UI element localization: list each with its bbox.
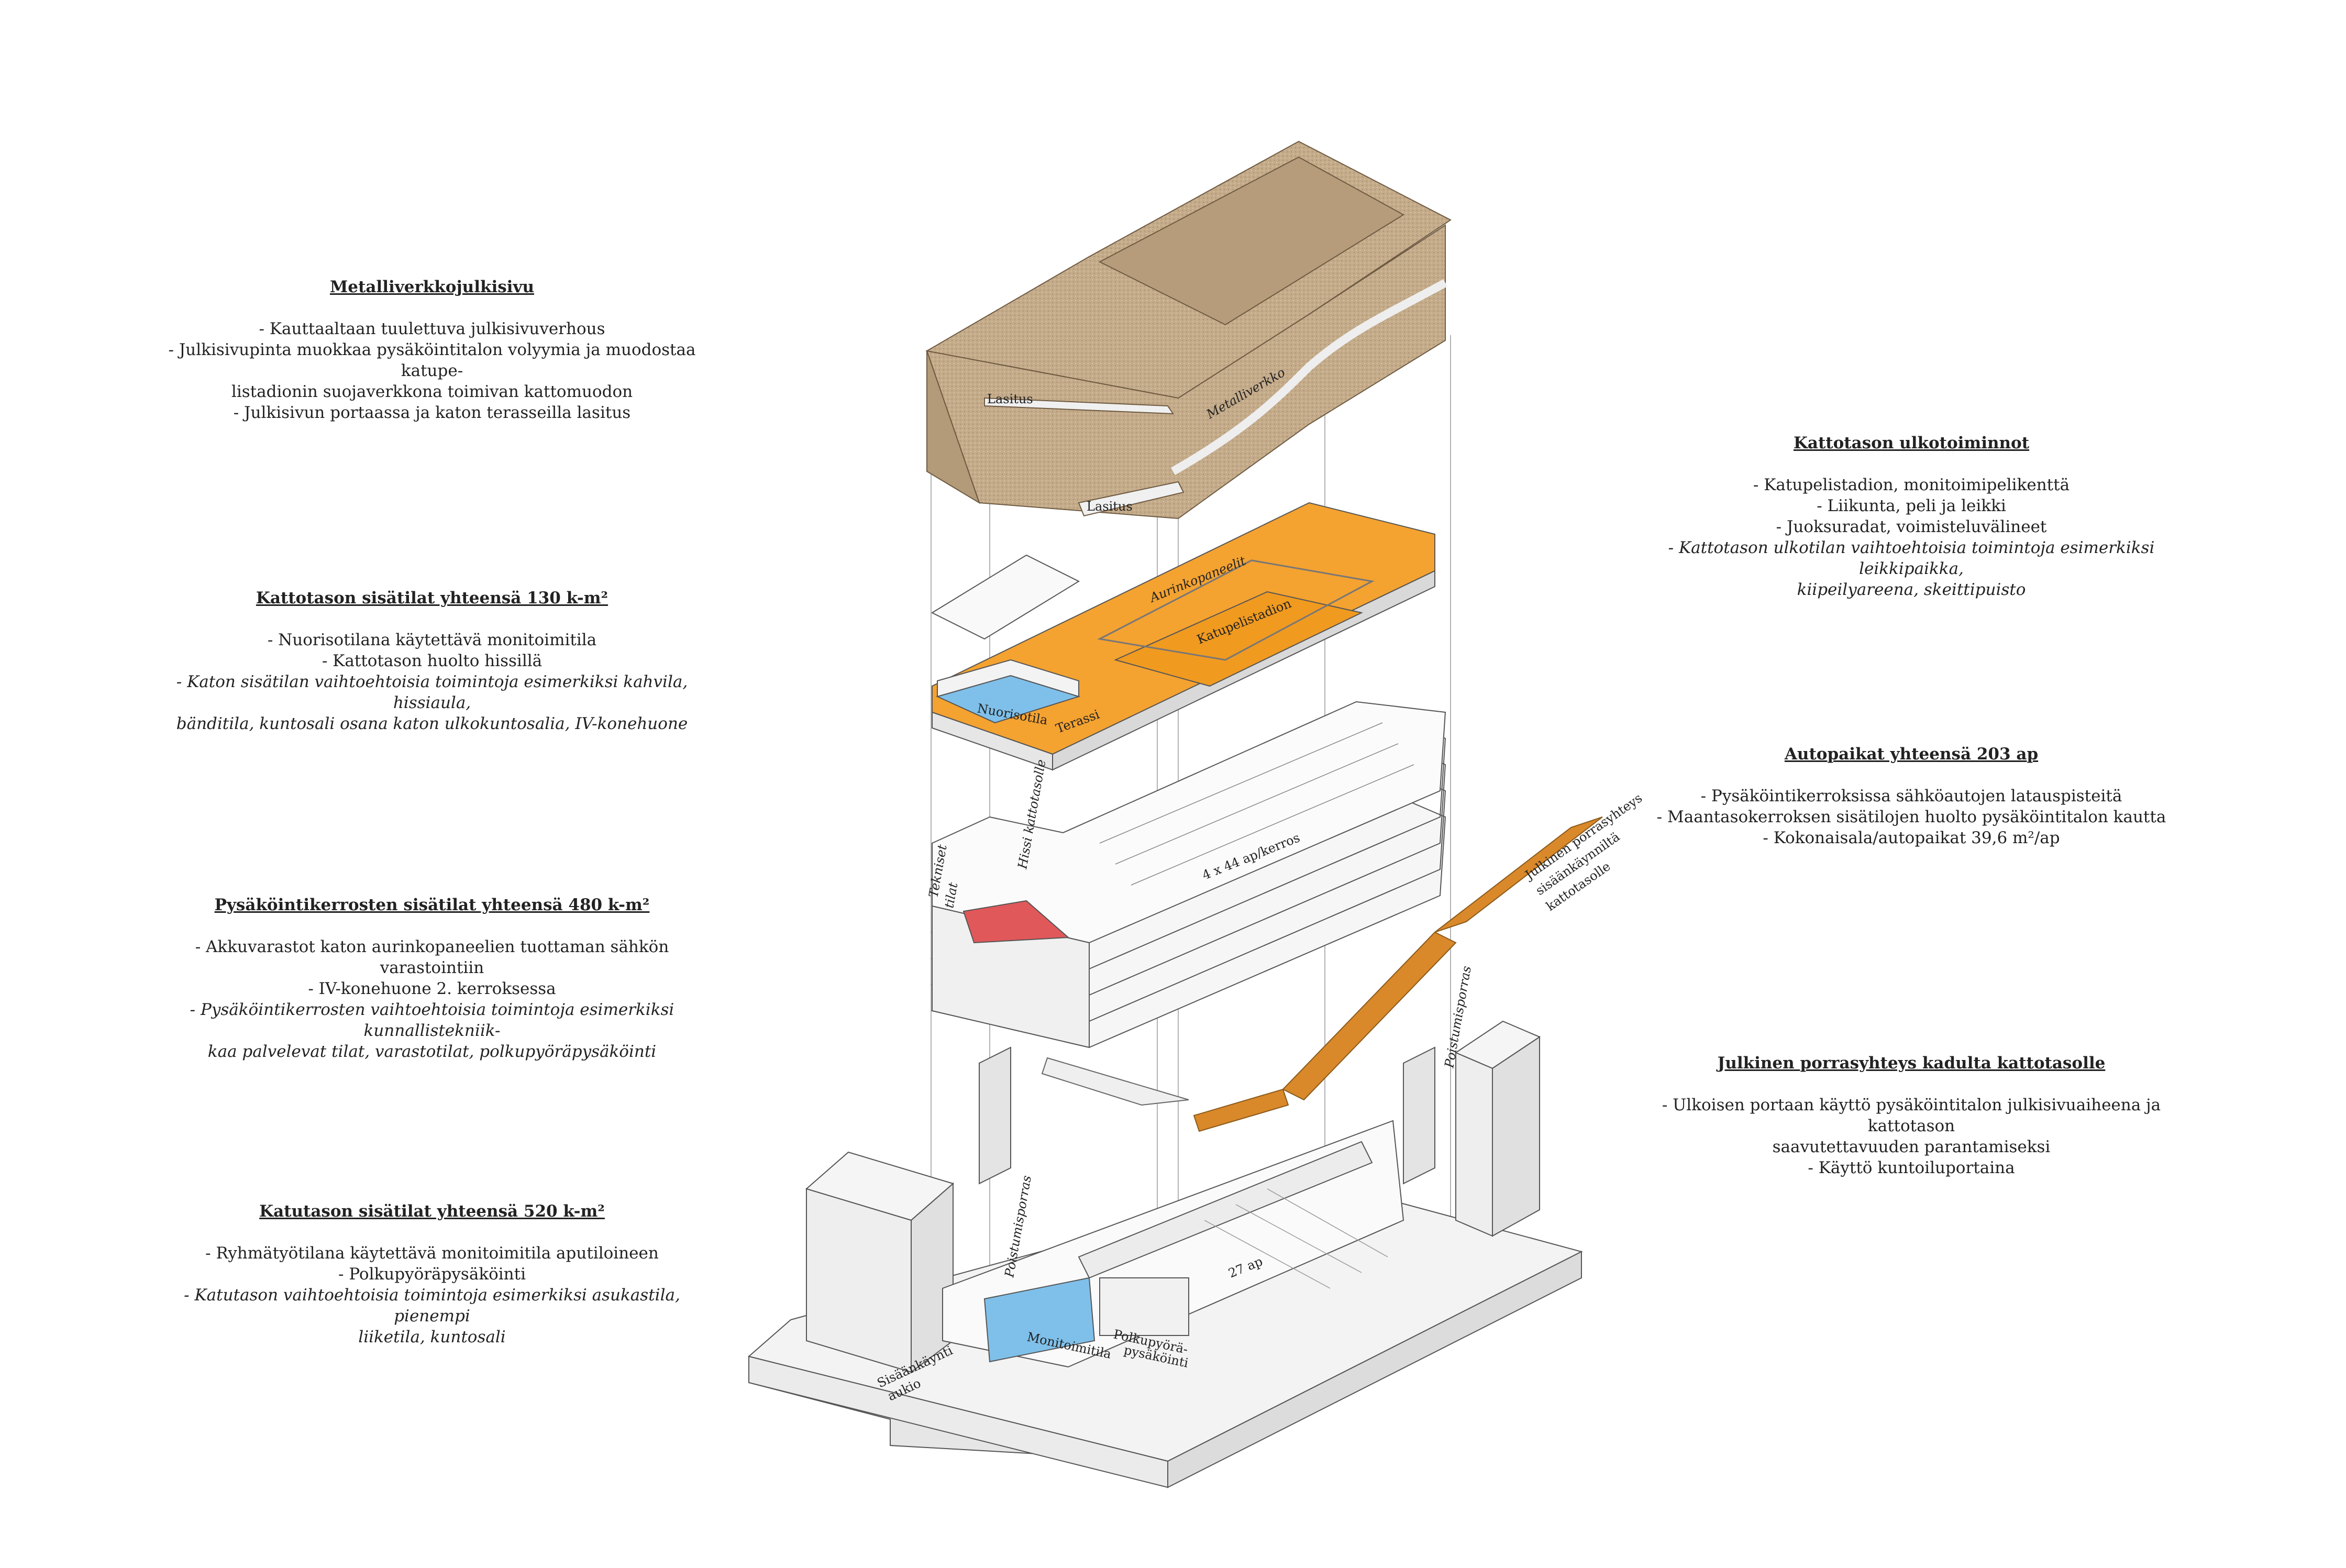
street-level-base xyxy=(747,1020,1583,1488)
street-indoor-line-3: - Katutason vaihtoehtoisia toimintoja es… xyxy=(184,1286,680,1326)
car-places-title: Autopaikat yhteensä 203 ap xyxy=(1784,745,2039,764)
neighbor-block-left-front xyxy=(806,1188,912,1373)
public-stair-line-3: - Käyttö kuntoiluportaina xyxy=(1808,1158,2015,1177)
facade-line-2: - Julkisivupinta muokkaa pysäköintitalon… xyxy=(168,340,696,380)
street-indoor-line-4: liiketila, kuntosali xyxy=(358,1328,506,1346)
public-stair-title: Julkinen porrasyhteys kadulta kattotasol… xyxy=(1717,1054,2106,1073)
exit-stairs xyxy=(979,1046,1435,1185)
parking-indoor-line-4: kaa palvelevat tilat, varastotilat, polk… xyxy=(207,1042,657,1061)
parking-levels xyxy=(931,701,1446,1048)
roof-level xyxy=(931,502,1435,771)
stair-flight-lower xyxy=(1193,1088,1289,1132)
monitoimitila-blue xyxy=(983,1277,1095,1363)
stadion-canopy xyxy=(1097,559,1375,661)
parking-indoor-line-3: - Pysäköintikerrosten vaihtoehtoisia toi… xyxy=(190,1000,674,1040)
street-indoor-title: Katutason sisätilat yhteensä 520 k-m² xyxy=(259,1202,605,1221)
roof-outdoor-title: Kattotason ulkotoiminnot xyxy=(1793,434,2030,452)
car-places-line-1: - Pysäköintikerroksissa sähköautojen lat… xyxy=(1700,787,2122,805)
mesh-left-face xyxy=(926,350,980,504)
public-stair-line-2: saavutettavuuden parantamiseksi xyxy=(1772,1138,2051,1156)
street-indoor-line-2: - Polkupyöräpysäköinti xyxy=(338,1265,526,1284)
roof-room-box xyxy=(937,659,1079,698)
roof-indoor-line-1: - Nuorisotilana käytettävä monitoimitila xyxy=(267,631,597,649)
exit-stair-right xyxy=(1403,1046,1435,1185)
street-indoor-info-block: Katutason sisätilat yhteensä 520 k-m² - … xyxy=(157,1201,707,1348)
ramp-slab-lower xyxy=(1041,1057,1189,1106)
roof-small-box xyxy=(931,554,1080,640)
roof-indoor-info-block: Kattotason sisätilat yhteensä 130 k-m² -… xyxy=(157,588,707,734)
neighbor-block-right-side xyxy=(1492,1036,1540,1237)
facade-line-4: - Julkisivun portaassa ja katon terassei… xyxy=(233,403,631,422)
base-slab-left-front xyxy=(748,1355,1168,1488)
public-exterior-stair xyxy=(1041,816,1603,1132)
parking-indoor-title: Pysäköintikerrosten sisätilat yhteensä 4… xyxy=(214,896,650,914)
car-places-line-2: - Maantasokerroksen sisätilojen huolto p… xyxy=(1656,808,2166,826)
battery-room-red xyxy=(962,900,1070,944)
roof-outdoor-line-3: - Juoksuradat, voimisteluvälineet xyxy=(1776,517,2047,536)
roof-indoor-title: Kattotason sisätilat yhteensä 130 k-m² xyxy=(256,589,608,608)
glazed-stair-band xyxy=(1171,279,1447,475)
public-stair-line-1: - Ulkoisen portaan käyttö pysäköintitalo… xyxy=(1662,1096,2161,1135)
roof-outdoor-line-2: - Liikunta, peli ja leikki xyxy=(1817,496,2006,515)
parking-slab-top xyxy=(932,701,1446,944)
parking-indoor-line-1: - Akkuvarastot katon aurinkopaneelien tu… xyxy=(195,937,669,977)
label-julkinen-1: Julkinen porrasyhteys xyxy=(1521,790,1645,883)
roof-indoor-line-2: - Kattotason huolto hissillä xyxy=(322,652,543,670)
roof-indoor-line-4: bänditila, kuntosali osana katon ulkokun… xyxy=(176,714,688,733)
stair-flight-mid xyxy=(1282,931,1457,1101)
roof-indoor-line-3: - Katon sisätilan vaihtoehtoisia toimint… xyxy=(176,672,688,712)
public-stair-info-block: Julkinen porrasyhteys kadulta kattotasol… xyxy=(1634,1053,2189,1178)
facade-info-block: Metalliverkkojulkisivu - Kauttaaltaan tu… xyxy=(157,277,707,423)
facade-title: Metalliverkkojulkisivu xyxy=(329,278,535,296)
metal-mesh-roof xyxy=(925,140,1452,520)
roof-outdoor-info-block: Kattotason ulkotoiminnot - Katupelistadi… xyxy=(1634,433,2189,600)
car-places-info-block: Autopaikat yhteensä 203 ap - Pysäköintik… xyxy=(1634,744,2189,848)
stair-flight-upper xyxy=(1434,816,1603,933)
parking-indoor-line-2: - IV-konehuone 2. kerroksessa xyxy=(308,979,556,998)
car-places-line-3: - Kokonaisala/autopaikat 39,6 m²/ap xyxy=(1763,829,2060,847)
roof-outdoor-line-5: kiipeilyareena, skeittipuisto xyxy=(1797,580,2026,599)
lasitus-band-lower xyxy=(1078,481,1185,517)
exit-stair-left xyxy=(979,1046,1011,1185)
neighbor-block-right-front xyxy=(1455,1052,1493,1237)
mesh-inner-top xyxy=(1098,156,1404,326)
facade-line-3: listadionin suojaverkkona toimivan katto… xyxy=(231,382,633,401)
label-lasitus-lower: Lasitus xyxy=(1087,499,1133,514)
roof-outdoor-line-4: - Kattotason ulkotilan vaihtoehtoisia to… xyxy=(1668,538,2155,578)
label-lasitus-upper: Lasitus xyxy=(987,392,1033,406)
parking-indoor-info-block: Pysäköintikerrosten sisätilat yhteensä 4… xyxy=(157,895,707,1062)
ground-ramp xyxy=(1078,1141,1373,1279)
facade-line-1: - Kauttaaltaan tuulettuva julkisivuverho… xyxy=(259,319,605,338)
stadion-field xyxy=(1114,591,1364,687)
street-indoor-line-1: - Ryhmätyötilana käytettävä monitoimitil… xyxy=(205,1244,659,1263)
roof-outdoor-line-1: - Katupelistadion, monitoimipelikenttä xyxy=(1753,476,2070,494)
lasitus-band-upper xyxy=(984,397,1174,415)
bike-room xyxy=(1099,1277,1189,1336)
